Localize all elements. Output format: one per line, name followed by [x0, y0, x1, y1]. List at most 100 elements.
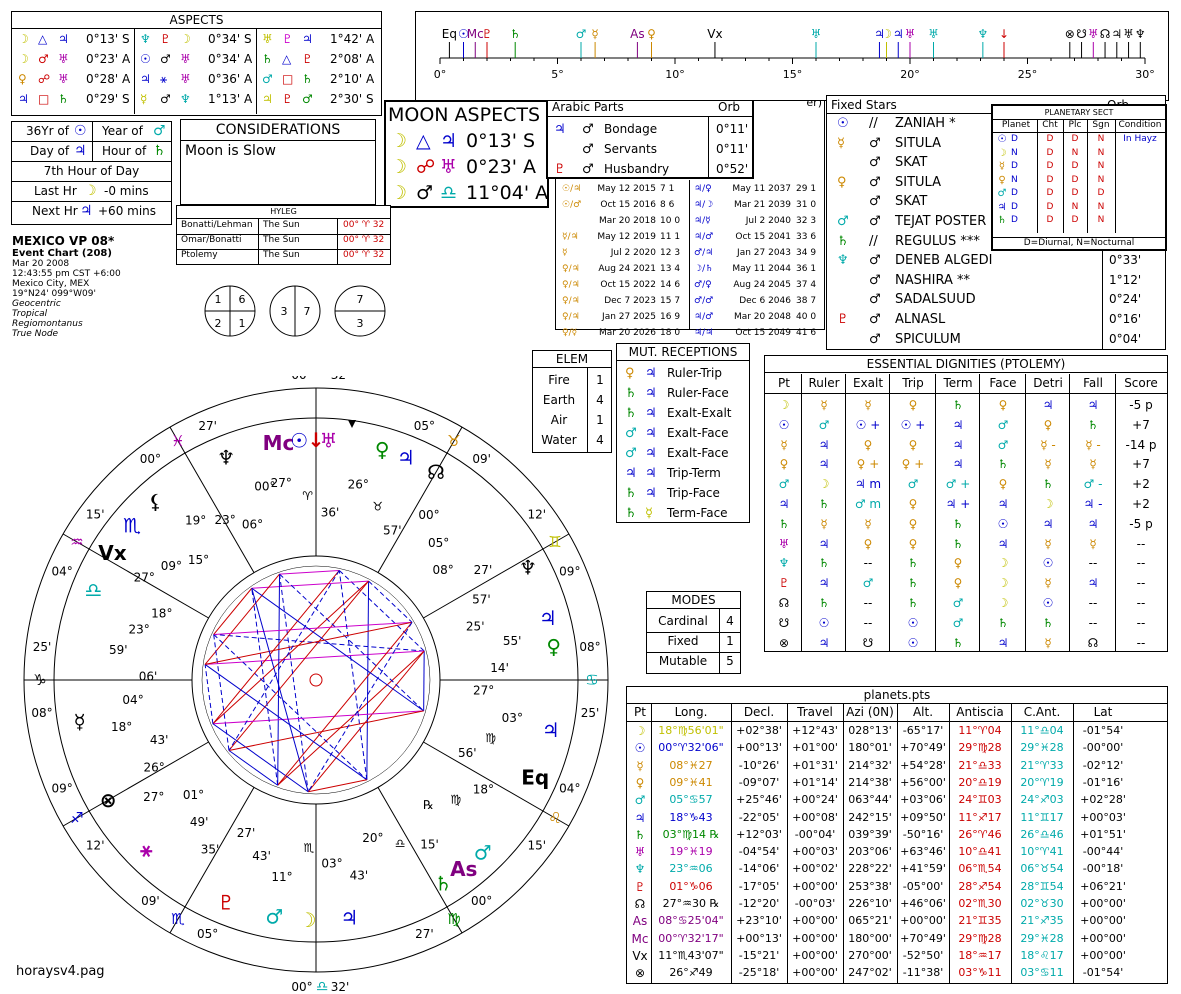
planet-cell: -15°21' [738, 948, 780, 962]
dignity-cell: ♃ [818, 437, 830, 452]
planets-header: Travel [797, 705, 833, 719]
fixed-star-orb: 1°12' [1109, 272, 1142, 287]
reception-type: Exalt-Face [667, 426, 729, 440]
moon-aspect-orb: 11°04' A [466, 182, 549, 204]
aspect-icon: ☍ [416, 156, 436, 178]
dignity-cell: ♄ [952, 516, 964, 531]
dignity-cell: ♄ [952, 635, 964, 650]
moon-aspect-orb: 0°23' A [466, 156, 537, 178]
chart-opt-0: Geocentric [12, 299, 61, 309]
dignity-cell: ♂ [997, 437, 1009, 452]
planets-header: Alt. [912, 705, 934, 719]
planet-icon: ♃ [440, 130, 458, 152]
aspect-icon: ♂ [869, 292, 881, 308]
wheel-degree-label: 00° [254, 480, 275, 494]
fixed-star-name: SKAT [895, 194, 928, 210]
dignity-cell: ♄ [818, 556, 830, 571]
wheel-degree-label: 26° [144, 761, 165, 775]
moon-aspects-panel: MOON ASPECTS ☽△♃0°13' S☽☍♅0°23' A☽♂♎11°0… [384, 100, 549, 208]
aspect-icon: ♂ [582, 122, 594, 137]
cusp-degree: 00° [471, 894, 492, 908]
cusp-sign: ♏ [171, 910, 185, 928]
sect-sgn: N [1097, 161, 1105, 171]
planet-icon: ♄ [625, 506, 637, 521]
wheel-planet-glyph: ☿ [74, 710, 86, 734]
element-count: 1 [596, 413, 604, 427]
planet-cell: +12°03' [736, 827, 782, 841]
cusp-sign: ♉ [447, 432, 460, 450]
hyleg-degree: 00° ♈ 32 [343, 250, 385, 260]
cusp-sign: ♒ [70, 533, 83, 551]
timeline-marker: ♅ [1123, 27, 1134, 41]
planet-cell: +09°50' [900, 810, 946, 824]
wheel-planet-glyph: ♃ [397, 445, 415, 469]
planet-cell: +01°14' [792, 775, 838, 789]
mode-name: Mutable [658, 654, 708, 668]
cusp-degree: 04° [559, 781, 580, 795]
reception-type: Exalt-Face [667, 446, 729, 460]
aspect-cell: ♂ [262, 72, 273, 86]
timeline-tick: 25° [1018, 68, 1038, 81]
timeline-marker: ♆ [1135, 27, 1146, 41]
planet-cell: +12°43' [792, 724, 838, 737]
aspect-icon: ♂ [869, 312, 881, 327]
planet-cell: 09°♓41 [669, 775, 713, 789]
dignity-cell: ♃ [997, 635, 1009, 650]
planet-cell: 28°♐54 [958, 879, 1002, 893]
dignity-cell: ☉ [907, 635, 919, 650]
planet-cell: 19°♓19 [669, 845, 713, 859]
arabic-part-orb: 0°11' [716, 122, 749, 136]
cusp-minute: 27' [415, 927, 434, 941]
planet-cell: -25°18' [738, 966, 780, 980]
time-next-hr: Next Hr [32, 204, 78, 218]
wheel-degree-label: 09° [161, 559, 182, 573]
dignity-cell: ☿ [864, 398, 872, 412]
reception-type: Exalt-Exalt [667, 406, 732, 420]
sect-plc: D [1071, 215, 1079, 225]
fixed-star-name: SITULA [895, 135, 941, 151]
planet-cell: 180°00' [848, 931, 892, 945]
aspect-icon: △ [416, 130, 431, 152]
aspect-cell: ♂ [38, 52, 49, 66]
aspect-icon: ♂ [869, 253, 881, 269]
wheel-planet-glyph: ♃ [542, 718, 560, 742]
dignity-cell: ☉ + [855, 417, 881, 432]
house-circles: 1 6 2 1 3 7 7 3 [204, 285, 386, 337]
sect-chart: D [1011, 134, 1018, 144]
dignity-cell: ☿ - [1040, 437, 1056, 452]
dir-age: 36 1 [796, 264, 817, 274]
hyleg-method: Bonatti/Lehman [181, 220, 253, 230]
wheel-planet-glyph: ♆ [519, 555, 537, 579]
planet-cell: +00°00' [792, 966, 838, 980]
planet-icon: ☉ [778, 417, 790, 432]
aspect-cell: ♅ [180, 52, 191, 66]
planet-cell: 01°♑06 [669, 879, 713, 893]
dignity-cell: ♃ [1087, 576, 1099, 591]
dignity-cell: ☽ [1042, 497, 1054, 511]
dir-date: May 12 2019 [597, 232, 656, 242]
dir-age: 18 0 [660, 328, 681, 338]
wheel-degree-label: 25' [466, 619, 485, 633]
aspect-cell: ☽ [18, 52, 29, 66]
dir-age: 38 7 [796, 296, 817, 306]
planet-cell: +00°03' [792, 845, 838, 859]
wheel-degree-label: 27' [474, 563, 493, 577]
aspect-cell: ♂ [302, 92, 313, 106]
cusp-degree: 08° [579, 640, 600, 654]
fixed-star-orb: 0°24' [1109, 292, 1142, 307]
wheel-degree-label: 19° [185, 513, 206, 527]
planet-icon: ☉ [837, 116, 849, 131]
planet-icon: ☉ [997, 134, 1007, 145]
dir-date: Aug 24 2045 [733, 280, 791, 290]
element-name: Water [541, 433, 577, 447]
aspect-icon: ♂ [582, 142, 594, 157]
planet-cell: +41°59' [900, 862, 946, 876]
hyleg-planet: The Sun [263, 235, 300, 245]
planet-cell: 05°♋57 [669, 793, 713, 807]
fixed-star-orb: 0°04' [1109, 331, 1142, 346]
planets-header: Pt [634, 705, 646, 719]
planet-icon: ♅ [634, 845, 646, 860]
planet-cell: -00°04' [794, 827, 836, 841]
mode-count: 5 [726, 654, 734, 668]
aspect-cell: ⚹ [160, 72, 168, 86]
